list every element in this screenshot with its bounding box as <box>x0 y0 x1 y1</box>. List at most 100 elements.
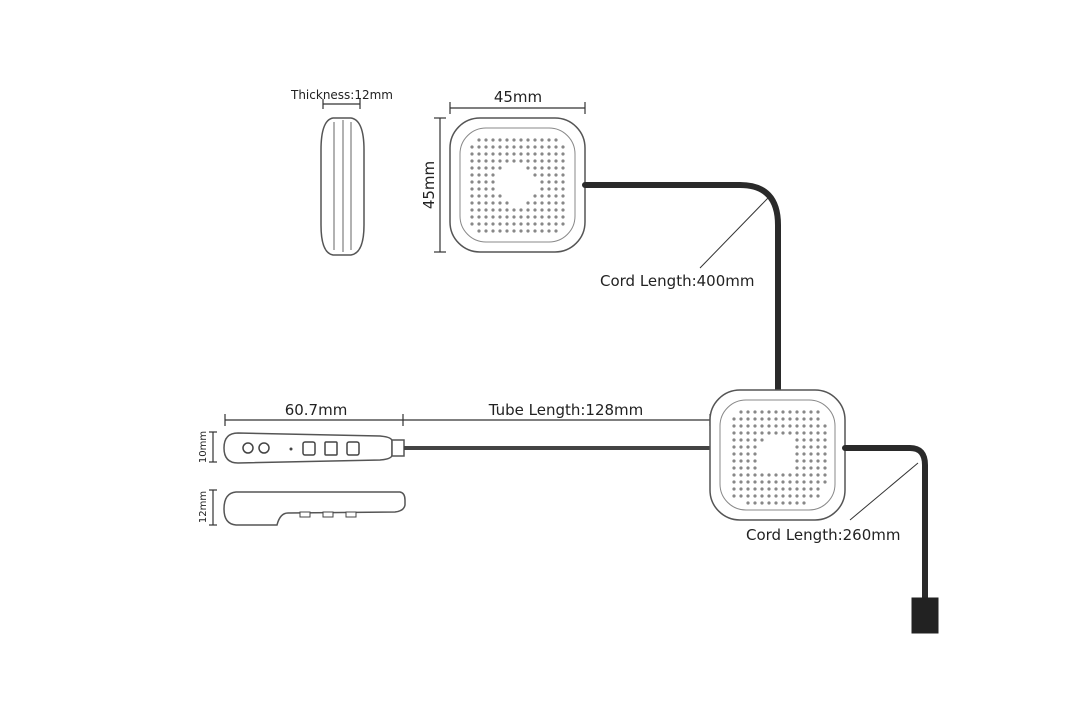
grille-dot <box>732 445 736 449</box>
grille-dot <box>788 424 792 428</box>
remote-height-12-label: 12mm <box>198 491 209 523</box>
grille-dot <box>802 445 806 449</box>
grille-dot <box>809 445 813 449</box>
grille-dot <box>533 152 537 156</box>
grille-dot <box>505 215 509 219</box>
remote-height-10-label: 10mm <box>198 431 209 463</box>
grille-dot <box>519 138 523 142</box>
grille-dot <box>519 208 523 212</box>
grille-dot <box>823 431 827 435</box>
grille-dot <box>554 229 558 233</box>
grille-dot <box>484 215 488 219</box>
grille-dot <box>547 201 551 205</box>
grille-dot <box>809 487 813 491</box>
grille-dot <box>554 173 558 177</box>
grille-dot <box>526 138 530 142</box>
grille-dot <box>732 459 736 463</box>
grille-dot <box>491 222 495 226</box>
grille-dot <box>484 138 488 142</box>
grille-dot <box>484 152 488 156</box>
grille-dot <box>753 494 757 498</box>
grille-dot <box>498 201 502 205</box>
grille-dot <box>816 445 820 449</box>
grille-dot <box>540 138 544 142</box>
grille-dot <box>554 145 558 149</box>
remote-top-view <box>223 432 405 464</box>
grille-dot <box>816 473 820 477</box>
grille-dot <box>547 229 551 233</box>
grille-dot <box>512 138 516 142</box>
grille-dot <box>470 222 474 226</box>
grille-dot <box>767 424 771 428</box>
grille-dot <box>823 459 827 463</box>
grille-dot <box>823 438 827 442</box>
grille-dot <box>802 452 806 456</box>
grille-dot <box>774 431 778 435</box>
grille-dot <box>781 487 785 491</box>
grille-dot <box>739 459 743 463</box>
grille-dot <box>470 201 474 205</box>
grille-dot <box>739 417 743 421</box>
grille-dot <box>746 459 750 463</box>
grille-dot <box>816 480 820 484</box>
grille-dot <box>540 201 544 205</box>
grille-dot <box>739 445 743 449</box>
grille-dot <box>547 166 551 170</box>
top-speaker-dimensions <box>434 102 586 253</box>
remote-button-3-icon <box>302 441 316 456</box>
speaker-side-view <box>320 99 365 256</box>
grille-dot <box>809 410 813 414</box>
grille-dot <box>484 229 488 233</box>
grille-dot <box>774 424 778 428</box>
top-speaker-height-label: 45mm <box>420 161 438 209</box>
grille-dot <box>781 431 785 435</box>
grille-dot <box>561 215 565 219</box>
grille-dot <box>540 180 544 184</box>
grille-dot <box>477 222 481 226</box>
grille-dot <box>732 466 736 470</box>
grille-dot <box>540 166 544 170</box>
grille-dot <box>788 431 792 435</box>
grille-dot <box>540 187 544 191</box>
grille-dot <box>802 424 806 428</box>
grille-dot <box>561 159 565 163</box>
grille-dot <box>547 180 551 184</box>
grille-dot <box>554 215 558 219</box>
grille-dot <box>498 152 502 156</box>
grille-dot <box>533 222 537 226</box>
grille-dot <box>533 215 537 219</box>
grille-dot <box>760 431 764 435</box>
grille-dot <box>746 494 750 498</box>
grille-dot <box>760 438 764 442</box>
grille-dot <box>774 480 778 484</box>
grille-dot <box>526 222 530 226</box>
grille-dot <box>774 473 778 477</box>
grille-dot <box>477 173 481 177</box>
grille-dot <box>540 159 544 163</box>
remote-button-1-icon <box>242 442 254 454</box>
grille-dot <box>739 494 743 498</box>
grille-dot <box>823 452 827 456</box>
grille-dot <box>477 194 481 198</box>
grille-dot <box>788 410 792 414</box>
grille-dot <box>491 159 495 163</box>
grille-dot <box>547 152 551 156</box>
grille-dot <box>547 159 551 163</box>
grille-dot <box>746 431 750 435</box>
grille-dot <box>561 166 565 170</box>
grille-dot <box>753 431 757 435</box>
grille-dot <box>753 459 757 463</box>
grille-dot <box>788 494 792 498</box>
grille-dot <box>795 445 799 449</box>
grille-dot <box>512 152 516 156</box>
grille-dot <box>809 459 813 463</box>
grille-dot <box>767 494 771 498</box>
grille-dot <box>760 487 764 491</box>
grille-dot <box>809 466 813 470</box>
grille-dot <box>491 187 495 191</box>
grille-dot <box>802 417 806 421</box>
grille-dot <box>484 159 488 163</box>
grille-dot <box>498 194 502 198</box>
grille-dot <box>739 438 743 442</box>
